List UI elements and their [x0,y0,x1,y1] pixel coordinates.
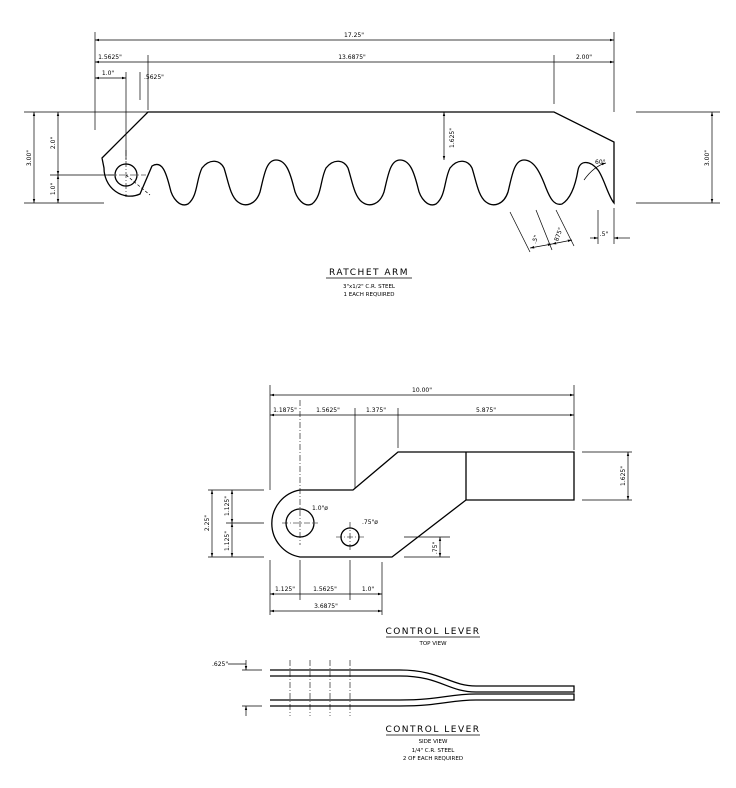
dim-seg4: 5.875" [476,407,496,414]
dim-bot3: 1.0" [362,586,375,593]
dim-hole-big: 1.0"ø [312,505,328,512]
control-lever-outline [271,451,575,558]
dim-seg1: 1.1875" [273,407,297,414]
dim-angle: 60° [595,159,606,166]
dim-seg2: 1.5625" [316,407,340,414]
dim-gap: .625" [212,661,228,668]
dim-cl-overall: 10.00" [412,387,432,394]
control-lever-side-view-label: SIDE VIEW [419,739,448,745]
ratchet-arm-material: 3"x1/2" C.R. STEEL [343,284,396,290]
ratchet-arm-title: RATCHET ARM [329,268,409,278]
ratchet-arm-quantity: 1 EACH REQUIRED [344,292,395,298]
dim-overall: 17.25" [344,32,364,39]
dim-height-right: 3.00" [704,150,711,166]
dim-total-height: 2.25" [204,515,211,531]
dim-small-offset: .75" [432,542,439,555]
dim-tooth-a: .5" [531,234,541,245]
control-lever-quantity: 2 OF EACH REQUIRED [403,756,463,762]
dim-left-offset: 1.5625" [98,54,122,61]
dim-hole-x: 1.0" [102,70,115,77]
dim-bot1: 1.125" [275,586,295,593]
ratchet-arm-view: 17.25" 1.5625" 13.6875" 2.00" 1.0" .5625… [24,32,720,298]
dim-lower-half: 1.125" [224,531,231,551]
dim-upper-half: 1.125" [224,496,231,516]
dim-hole-small: .75"ø [362,519,378,526]
control-lever-top-view-label: TOP VIEW [418,641,447,647]
control-lever-top-view: 1.0"ø .75"ø 10.00" 1.1875" 1.5625" 1.375… [204,385,632,647]
dim-bot2: 1.5625" [313,586,337,593]
side-plate-lower [270,693,575,707]
control-lever-top-title: CONTROL LEVER [385,627,480,637]
dim-tip-width: .5" [600,231,609,238]
dim-hole-radius: .5625" [144,74,164,81]
dim-height-left: 3.00" [26,150,33,166]
ratchet-arm-outline [101,111,615,206]
control-lever-side-view: .625" CONTROL LEVER SIDE VIEW 1/4" C.R. … [212,660,575,762]
dim-lower: 1.0" [50,183,57,196]
dim-upper: 2.0" [50,137,57,150]
dim-middle: 13.6875" [338,54,366,61]
side-plate-upper [270,669,575,693]
dim-bot-total: 3.6875" [314,603,338,610]
dim-right-tip: 2.00" [576,54,592,61]
dim-arm-height: 1.625" [620,466,627,486]
dim-seg3: 1.375" [366,407,386,414]
control-lever-material: 1/4" C.R. STEEL [412,748,456,754]
dim-tooth-depth: 1.625" [449,128,456,148]
control-lever-side-title: CONTROL LEVER [385,725,480,735]
